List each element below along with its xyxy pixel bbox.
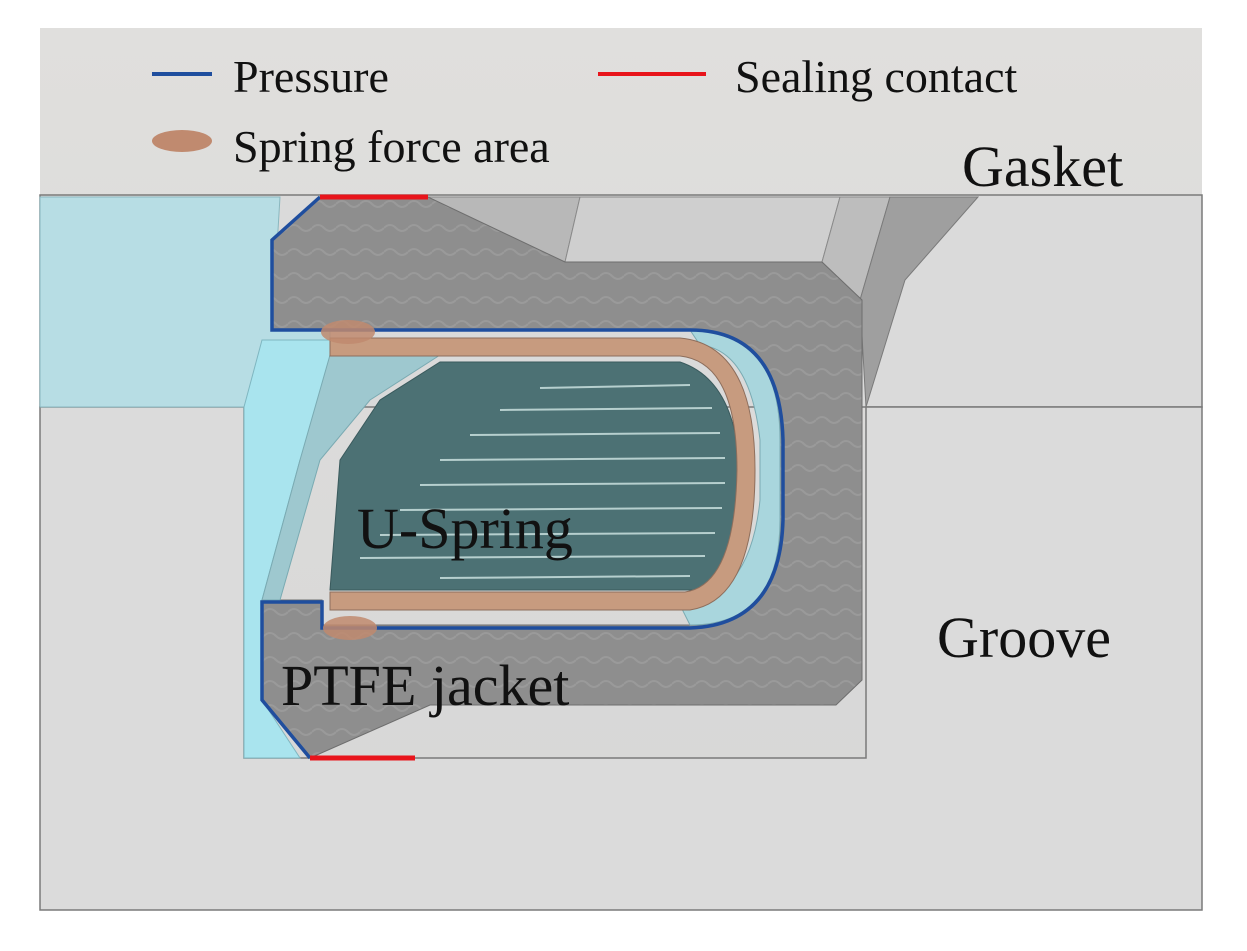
ptfe-jacket-label: PTFE jacket bbox=[281, 653, 569, 718]
gasket-label: Gasket bbox=[962, 134, 1123, 199]
spring-band bbox=[329, 337, 756, 611]
legend-sealing-label: Sealing contact bbox=[735, 51, 1018, 102]
u-spring-label: U-Spring bbox=[357, 496, 573, 561]
legend-spring-area-label: Spring force area bbox=[233, 121, 550, 172]
groove-label: Groove bbox=[937, 605, 1111, 670]
legend-pressure-label: Pressure bbox=[233, 51, 389, 102]
gasket-facet bbox=[564, 196, 841, 263]
legend-spring-area-swatch bbox=[152, 130, 212, 152]
gasket-facet bbox=[859, 196, 980, 408]
spring-stripes bbox=[359, 384, 726, 579]
spring-force-area-bottom bbox=[323, 616, 377, 640]
spring-force-area-top bbox=[321, 320, 375, 344]
spring-facet bbox=[261, 354, 442, 601]
pressure-lines bbox=[260, 195, 785, 760]
